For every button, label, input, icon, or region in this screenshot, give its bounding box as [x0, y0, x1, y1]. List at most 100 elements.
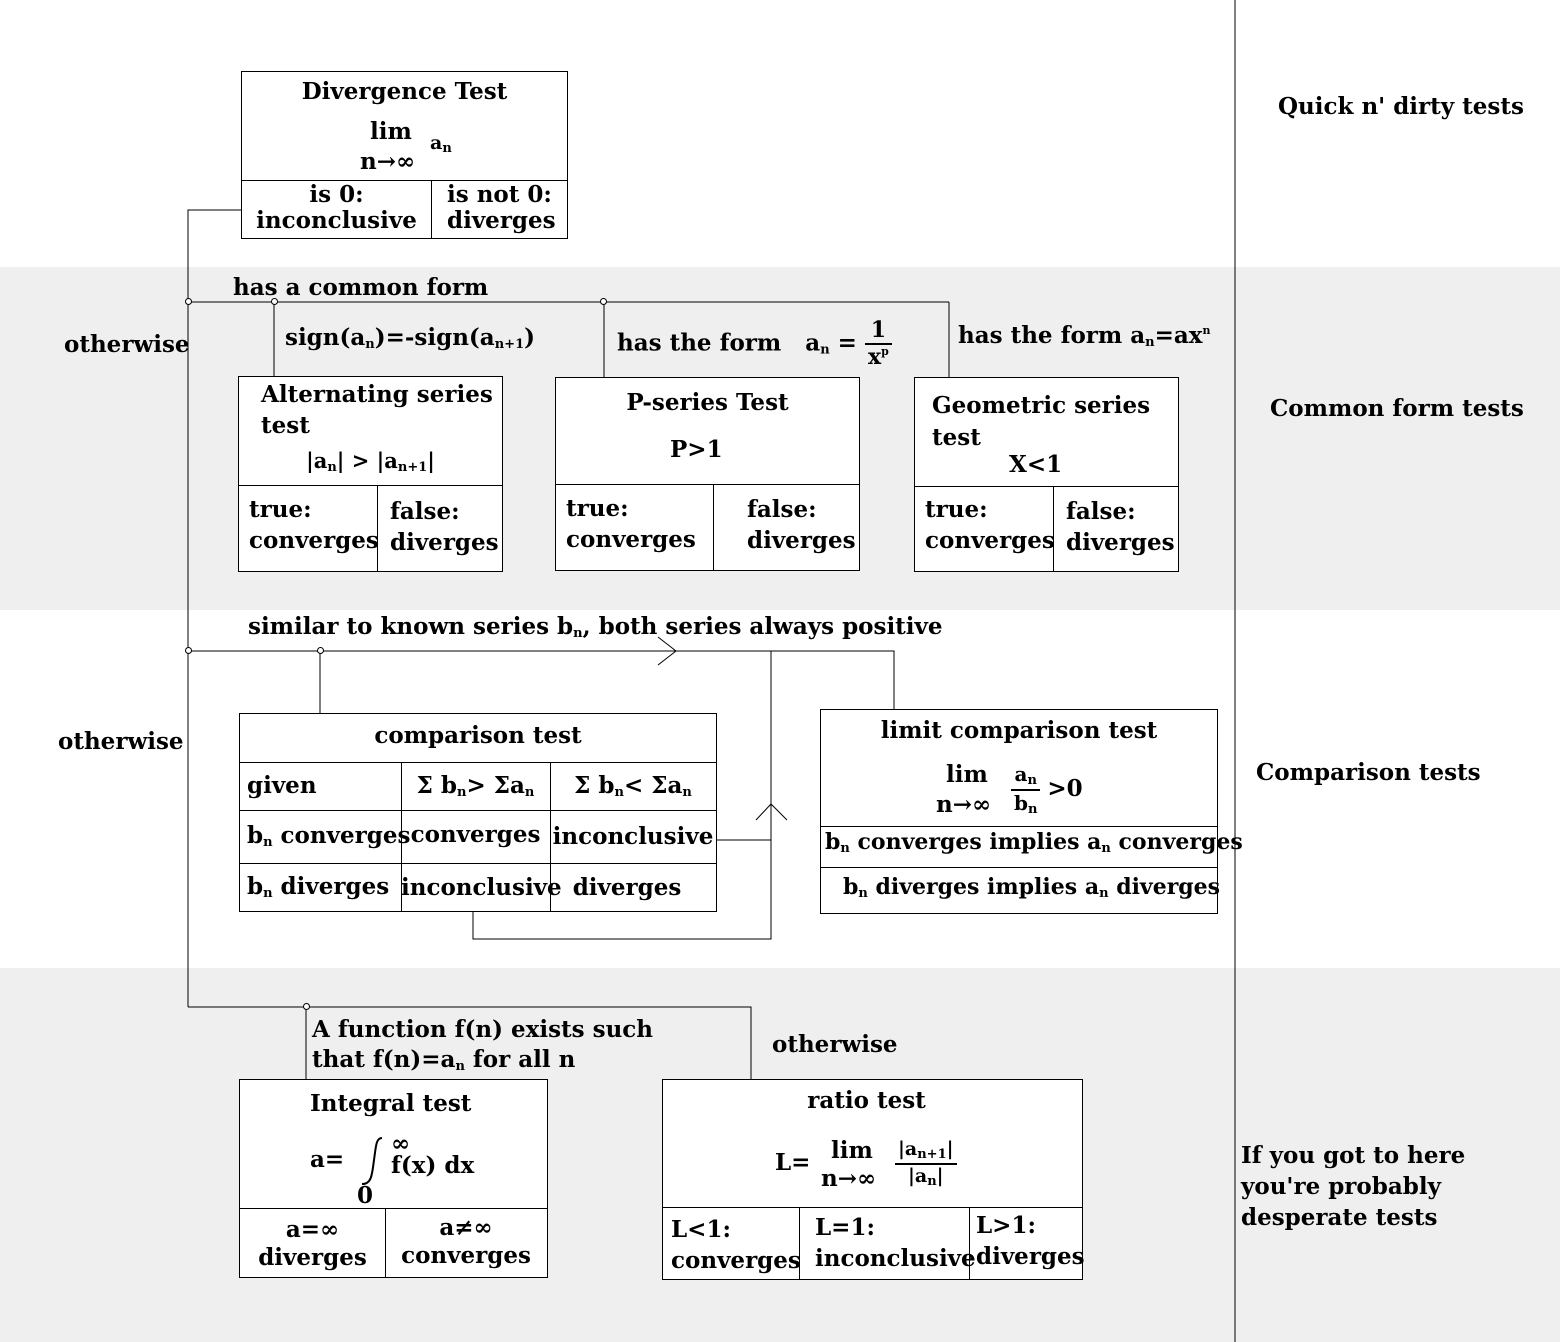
comparison-header-b-lt: Σ bn< Σan	[550, 772, 716, 801]
alt-f-sub: n	[327, 460, 337, 475]
limit-comparison-limit-under: n→∞	[936, 791, 992, 818]
integral-right: a≠∞converges	[385, 1214, 547, 1270]
integral-lhs: a=	[310, 1146, 345, 1173]
geometric-title-1: Geometric series	[932, 392, 1151, 419]
cmp-h-sub3: n	[614, 785, 624, 800]
limit-comparison-lim: lim	[946, 761, 988, 788]
divergence-is-zero: is 0:inconclusive	[242, 182, 431, 234]
lc-den: bn	[1011, 791, 1040, 818]
lc-num: an	[1011, 762, 1041, 792]
geometric-false: false:diverges	[1066, 496, 1175, 558]
geometric-condition: has the form an=axn	[958, 322, 1211, 351]
cmp-r1-label: converges	[272, 822, 411, 849]
integral-lower-limit: 0	[357, 1182, 374, 1209]
pseries-title: P-series Test	[626, 389, 789, 416]
lc-r2-end: diverges	[1108, 874, 1221, 900]
junction-dot	[303, 1003, 310, 1010]
int-left-1: a=∞	[285, 1216, 340, 1243]
comparison-row2-lt: diverges	[572, 874, 682, 901]
limit-comparison-fraction: an bn >0	[1011, 762, 1083, 819]
ratio-lhs: L=	[775, 1149, 811, 1176]
geo-true-2: converges	[925, 527, 1055, 554]
divergence-a: a	[430, 132, 443, 154]
divider	[556, 484, 859, 485]
lc-r2-b: b	[843, 874, 859, 900]
ratio-den-a: |a	[907, 1165, 928, 1188]
div-zero-2: inconclusive	[256, 207, 417, 234]
cmp-r1-sub: n	[263, 835, 273, 850]
similar-condition: similar to known series bn, both series …	[248, 613, 943, 642]
pseries-test-box: P-series Test P>1 true:converges false:d…	[555, 377, 860, 571]
cmp-r1-b: b	[247, 822, 264, 849]
lc-r1-b: b	[825, 829, 841, 855]
alt-true-1: true:	[249, 496, 312, 523]
divider	[799, 1207, 800, 1279]
integral-title: Integral test	[310, 1090, 472, 1117]
geometric-true: true:converges	[925, 494, 1055, 556]
lc-r2-sub: n	[858, 886, 868, 901]
limit-comparison-row2: bn diverges implies an diverges	[843, 874, 1220, 902]
alternating-title-1: Alternating series	[261, 381, 493, 408]
divider	[431, 180, 432, 238]
alternating-title-2: test	[261, 412, 310, 439]
ps-true-2: converges	[566, 526, 696, 553]
alternating-true: true: converges	[249, 494, 379, 556]
ratio-den-sub: n	[927, 1174, 937, 1190]
int-right-2: converges	[401, 1242, 531, 1269]
alt-cond-sub: n	[365, 337, 375, 352]
divider	[663, 1207, 1082, 1208]
similar-suffix: , both series always positive	[582, 613, 943, 640]
comparison-row1-given: bn converges	[247, 822, 410, 851]
pseries-lhs: a	[805, 329, 821, 357]
divider	[240, 810, 716, 811]
lc-r2-sub2: n	[1099, 886, 1109, 901]
ratio-num-sub: n+1	[917, 1147, 947, 1162]
junction-dot	[185, 298, 192, 305]
section-quick: Quick n' dirty tests	[1278, 93, 1524, 120]
pseries-eq: =	[837, 329, 857, 357]
lc-r1-sub: n	[840, 841, 850, 856]
pseries-true: true:converges	[566, 493, 696, 555]
alt-false-2: diverges	[390, 529, 499, 556]
comparison-row2-given: bn diverges	[247, 873, 389, 902]
integral-upper-limit: ∞	[391, 1130, 411, 1157]
cmp-r2-b: b	[247, 873, 264, 900]
geometric-x-condition: X<1	[1009, 451, 1063, 478]
alt-true-2: converges	[249, 527, 379, 554]
ratio-less-than-one: L<1:converges	[671, 1214, 801, 1276]
comparison-row2-gt: inconclusive	[401, 874, 562, 901]
alt-cond-mid: )=-sign(a	[374, 324, 495, 351]
geometric-test-box: Geometric series test X<1 true:converges…	[914, 377, 1179, 572]
fn-exists-line1: A function f(n) exists such	[312, 1016, 654, 1043]
ratio-num-b: |	[946, 1138, 954, 1160]
cmp-h-sub2: n	[524, 785, 535, 800]
ps-false-1: false:	[747, 496, 817, 523]
divider	[713, 484, 714, 570]
integral-test-box: Integral test a= ∞ 0 f(x) dx a=∞diverges…	[239, 1079, 548, 1278]
lc-r1-sub2: n	[1101, 841, 1111, 856]
ratio-den: |an|	[895, 1165, 957, 1190]
otherwise-label: otherwise	[772, 1031, 898, 1058]
comparison-header-b-gt: Σ bn> Σan	[401, 772, 550, 801]
alt-cond-suffix: )	[524, 324, 535, 351]
ratio-frac: |an+1| |an|	[895, 1138, 957, 1191]
pseries-cond-text: has the form	[617, 329, 782, 357]
integral-left: a=∞diverges	[240, 1216, 385, 1272]
alt-f-mid: | > |a	[336, 448, 398, 473]
junction-dot	[185, 647, 192, 654]
ratio-num-a: |a	[898, 1138, 918, 1160]
lc-den-b: b	[1014, 791, 1028, 816]
section-comparison: Comparison tests	[1256, 759, 1481, 786]
lc-r1-mid: converges implies a	[849, 829, 1102, 855]
ratio-den-b: |	[936, 1165, 944, 1188]
divider	[240, 762, 716, 763]
ratio-greater-than-one: L>1:diverges	[976, 1210, 1085, 1272]
alternating-test-box: Alternating series test |an| > |an+1| tr…	[238, 376, 503, 572]
div-notzero-1: is not 0:	[447, 181, 552, 208]
pseries-num: 1	[864, 317, 892, 346]
ratio-lim: lim	[831, 1137, 873, 1164]
pseries-lhs-sub: n	[820, 342, 830, 358]
ratio-title: ratio test	[807, 1087, 926, 1114]
comparison-title: comparison test	[374, 722, 582, 749]
limit-comparison-row1: bn converges implies an converges	[825, 829, 1243, 857]
